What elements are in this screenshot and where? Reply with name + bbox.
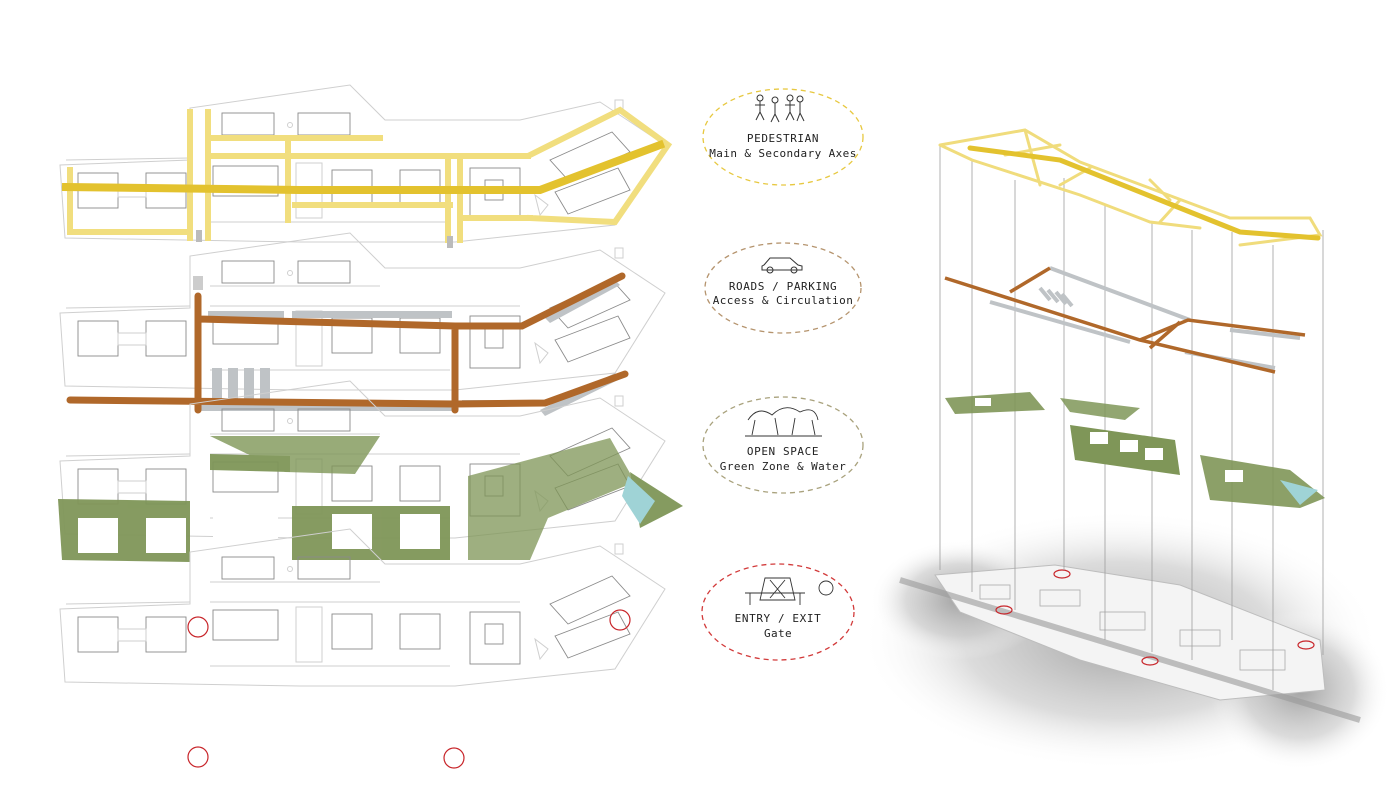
legend-subtitle: Gate [764,627,792,640]
legend-title: ENTRY / EXIT [735,612,822,625]
pedestrians-sketch-icon [755,94,805,123]
legend-subtitle: Main & Secondary Axes [709,147,856,160]
road-network [66,272,629,414]
legend-pedestrian: PEDESTRIAN Main & Secondary Axes [702,88,864,186]
exploded-axonometric [860,128,1390,770]
open-space-plan [58,380,683,562]
legend-subtitle: Access & Circulation [713,294,853,307]
gate-marker [187,616,209,638]
car-sketch-icon [761,257,803,274]
pedestrian-secondary-axes [67,106,673,243]
legend-open-space: OPEN SPACE Green Zone & Water [702,396,864,494]
gate-marker [443,747,465,769]
gate-marker [609,609,631,631]
legend-title: PEDESTRIAN [747,132,819,145]
legend-title: OPEN SPACE [747,445,819,458]
gate-markers [187,609,631,769]
water-feature [622,476,655,524]
axo-roads-layer [944,266,1306,374]
legend-title: ROADS / PARKING [729,280,837,293]
pedestrian-plan [59,84,673,248]
pedestrian-main-axis [61,139,666,194]
trees-sketch-icon [745,407,822,437]
roads-plan [59,232,666,416]
site-platform [934,564,1326,701]
gate-sketch-icon [745,577,834,605]
gate-marker [187,746,209,768]
axo-pedestrian-layer [938,128,1323,247]
legend-roads: ROADS / PARKING Access & Circulation [704,242,862,334]
axo-open-space-layer [945,392,1325,508]
legend-entry-exit: ENTRY / EXIT Gate [701,563,855,661]
legend-subtitle: Green Zone & Water [720,460,846,473]
